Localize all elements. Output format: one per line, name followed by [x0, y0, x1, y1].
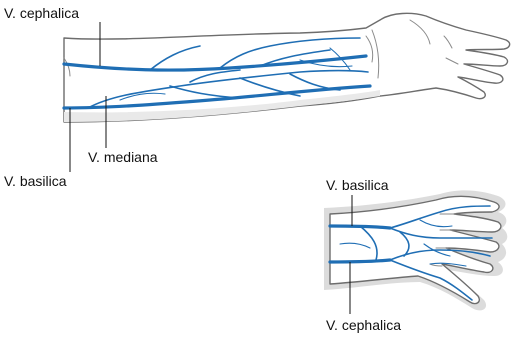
forearm-illustration: [64, 13, 510, 122]
label-cephalica-arm: V. cephalica: [4, 5, 79, 21]
label-mediana-arm: V. mediana: [88, 149, 158, 165]
hand-outline: [330, 196, 501, 303]
label-basilica-hand: V. basilica: [326, 177, 389, 193]
hand-illustration: [324, 190, 507, 310]
label-basilica-arm: V. basilica: [4, 173, 67, 189]
label-cephalica-hand: V. cephalica: [326, 317, 401, 333]
